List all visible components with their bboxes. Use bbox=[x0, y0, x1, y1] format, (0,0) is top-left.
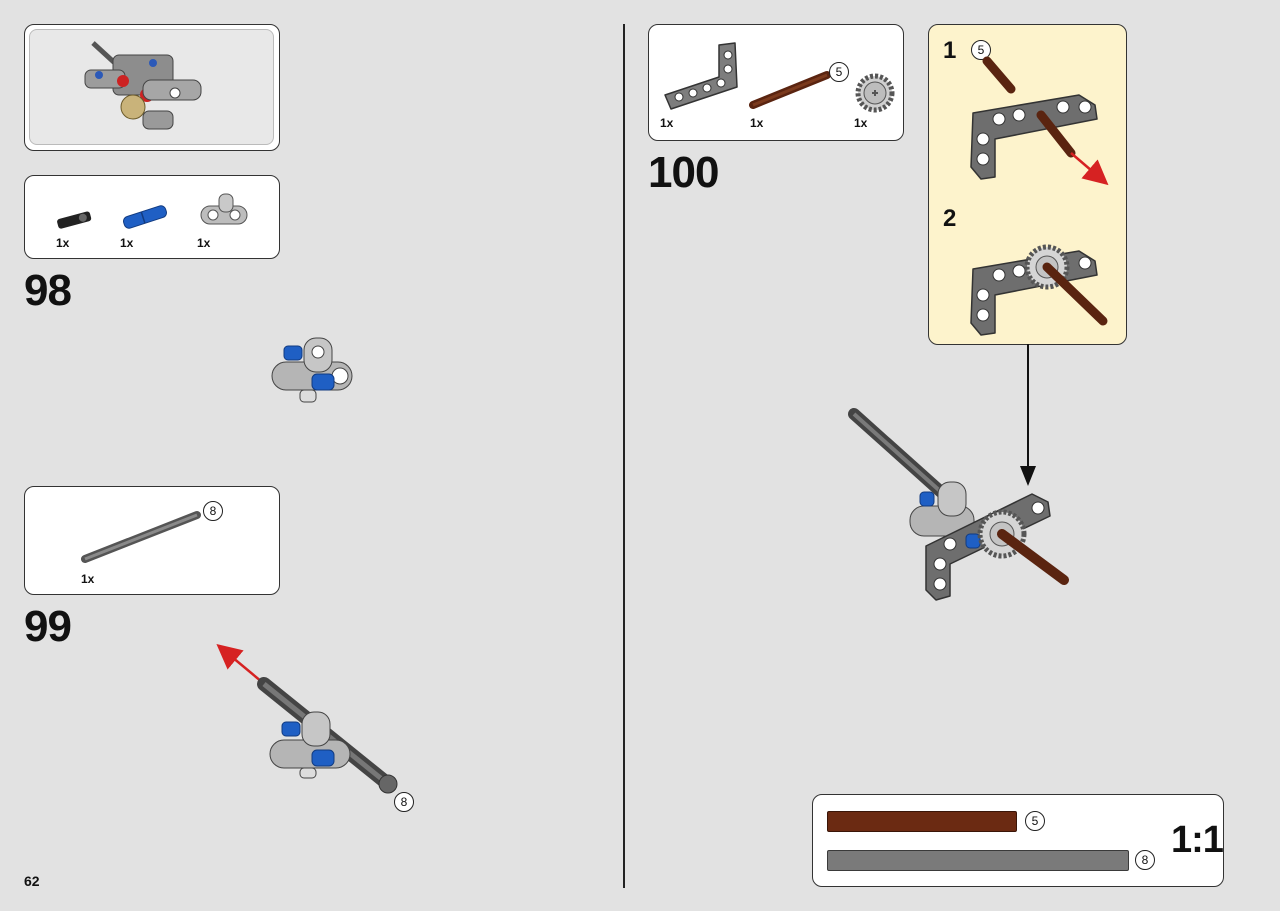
blue-pin-icon bbox=[123, 205, 167, 229]
step99-assembly-image bbox=[216, 643, 398, 794]
substep-number-2: 2 bbox=[943, 205, 957, 232]
step98-parts-box: 1x 1x 1x bbox=[24, 175, 280, 259]
down-arrow bbox=[1020, 344, 1036, 486]
substep2-image bbox=[970, 244, 1108, 336]
step100-part-qty: 1x bbox=[750, 116, 764, 130]
axle-length-badge: 5 bbox=[829, 62, 849, 82]
step100-part-qty: 1x bbox=[660, 116, 674, 130]
step99-part-qty: 1x bbox=[81, 572, 95, 586]
brown-axle-icon bbox=[749, 71, 831, 109]
step-number-99: 99 bbox=[24, 602, 72, 651]
substep-red-arrow bbox=[1070, 152, 1109, 186]
scale-length-badge: 5 bbox=[1025, 811, 1045, 831]
preview-model-image bbox=[84, 41, 202, 130]
gray-axle-actual-size bbox=[827, 850, 1129, 871]
substep1-image bbox=[970, 56, 1109, 186]
scale-length-badge: 8 bbox=[1135, 850, 1155, 870]
page-number: 62 bbox=[24, 873, 40, 889]
step99-parts-box: 8 1x bbox=[24, 486, 280, 595]
substep-axle-length-badge: 5 bbox=[971, 40, 991, 60]
step100-assembly-image bbox=[848, 408, 1069, 601]
black-axle-connector-icon bbox=[57, 211, 92, 229]
step98-part-qty: 1x bbox=[56, 236, 70, 250]
step100-parts-box: 1x 5 1x 1x bbox=[648, 24, 904, 141]
step98-part-qty: 1x bbox=[120, 236, 134, 250]
step100-part-qty: 1x bbox=[854, 116, 868, 130]
substep-number-1: 1 bbox=[943, 37, 957, 64]
substep-panel: 1 5 2 bbox=[928, 24, 1127, 345]
gray-l-beam-icon bbox=[664, 42, 738, 110]
preview-box bbox=[24, 24, 280, 151]
page-divider bbox=[623, 24, 625, 888]
brown-axle-actual-size bbox=[827, 811, 1017, 832]
axle-length-callout: 8 bbox=[394, 792, 414, 812]
step98-part-qty: 1x bbox=[197, 236, 211, 250]
axle-length-badge: 8 bbox=[203, 501, 223, 521]
step-number-98: 98 bbox=[24, 266, 72, 315]
red-direction-arrow bbox=[216, 643, 263, 683]
gray-connector-icon bbox=[200, 193, 248, 225]
gray-axle-icon bbox=[81, 511, 201, 563]
scale-label: 1:1 bbox=[1171, 819, 1224, 861]
gear-icon bbox=[855, 73, 895, 113]
scale-reference-box: 5 8 1:1 bbox=[812, 794, 1224, 887]
step-number-100: 100 bbox=[648, 148, 719, 197]
step98-assembly-image bbox=[271, 337, 353, 403]
